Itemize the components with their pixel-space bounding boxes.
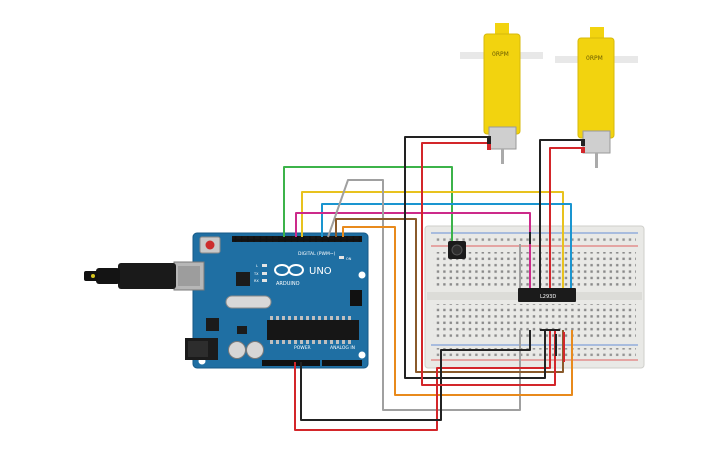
l293d-driver-ic: L293D [518,288,576,302]
wires [283,136,583,431]
led-l-label: L [256,264,258,268]
led-rx-label: RX [254,279,259,283]
breadboard [424,225,645,369]
motor-right-speed: 0RPM [586,55,603,62]
arduino-logo [274,264,304,276]
arduino-model-text: UNO [309,266,332,277]
driver-ic-label: L293D [540,294,556,300]
wire-black-motor-left [404,136,546,379]
power-header-label: POWER [294,345,311,351]
arduino-brand-text: ARDUINO [276,281,300,287]
motor-left-speed: 0RPM [492,51,509,58]
motor-right: 0RPM [555,27,638,168]
led-tx-label: TX [253,272,259,276]
wire-red-motor-right [549,147,583,290]
wire-black-motor-right [539,139,583,290]
wire-gray [327,179,521,411]
analog-header-label: ANALOG IN [330,345,355,351]
arduino-uno-board: ARDUINO UNO DIGITAL (PWM~) POWER ANALOG … [84,232,369,369]
wire-brown [335,218,564,373]
led-on-label: ON [346,257,352,261]
wire-orange [342,226,573,396]
wire-red-power [294,330,551,431]
wire-red-motor-left [421,142,556,386]
wire-green [283,166,453,247]
digital-header-label: DIGITAL (PWM~) [298,251,336,257]
motor-left: 0RPM [460,23,543,164]
wire-blue [321,203,572,290]
wire-magenta [295,212,531,290]
pushbutton[interactable] [448,241,466,259]
wire-yellow [301,191,564,290]
